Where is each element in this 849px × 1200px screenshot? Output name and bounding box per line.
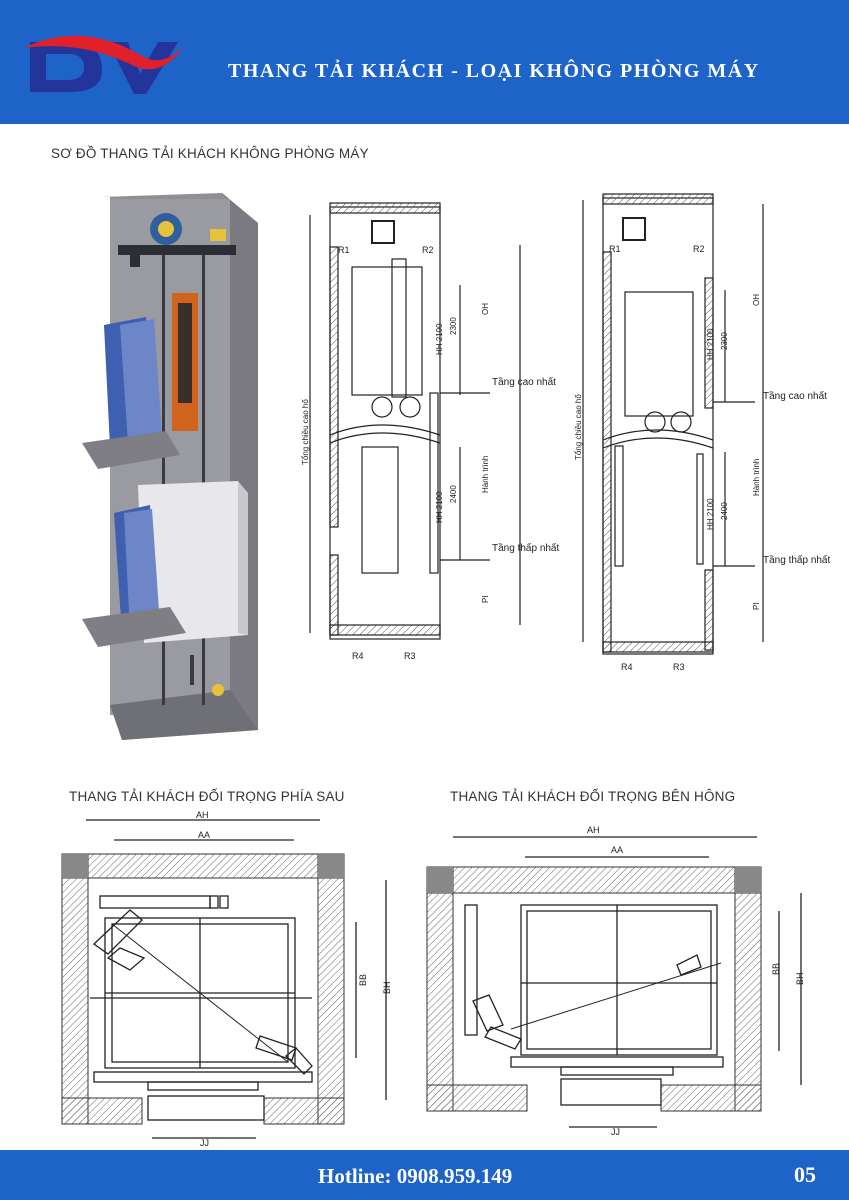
label-ah: AH (587, 825, 600, 835)
label-bb: BB (771, 963, 781, 975)
company-logo (24, 35, 184, 94)
header-title: THANG TẢI KHÁCH - LOẠI KHÔNG PHÒNG MÁY (228, 60, 760, 82)
label-r1: R1 (609, 244, 621, 254)
label-aa: AA (611, 845, 623, 855)
label-2300: 2300 (449, 317, 458, 335)
elevation-drawing-left: R1 R2 R4 R3 Tầng cao nhất Tầng thấp nhất… (301, 202, 559, 661)
label-hh-upper: HH 2100 (706, 328, 715, 360)
label-r2: R2 (693, 244, 705, 254)
plan-rear-counterweight: AH AA BB BH JJ (61, 810, 392, 1148)
label-bottom-floor: Tầng thấp nhất (763, 554, 830, 566)
hotline-text[interactable]: Hotline: 0908.959.149 (318, 1164, 513, 1188)
label-jj: JJ (200, 1138, 209, 1148)
label-hh-lower: HH 2100 (706, 498, 715, 530)
page-number: 05 (794, 1162, 816, 1187)
label-top-floor: Tầng cao nhất (492, 376, 556, 388)
label-2300: 2300 (720, 332, 729, 350)
label-pit: PI (481, 595, 490, 603)
elevator-3d-illustration (82, 193, 258, 740)
label-r3: R3 (404, 651, 416, 661)
label-pit: PI (752, 602, 761, 610)
plan-rear-title: THANG TẢI KHÁCH ĐỐI TRỌNG PHÍA SAU (69, 789, 345, 804)
label-bb: BB (358, 974, 368, 986)
label-r1: R1 (338, 245, 350, 255)
schema-title: SƠ ĐỒ THANG TẢI KHÁCH KHÔNG PHÒNG MÁY (51, 146, 369, 161)
plan-side-counterweight: AH AA BB BH JJ (426, 825, 805, 1137)
label-oh: OH (752, 294, 761, 306)
label-hh-lower: HH 2100 (435, 491, 444, 523)
label-bottom-floor: Tầng thấp nhất (492, 542, 559, 554)
label-jj: JJ (611, 1127, 620, 1137)
label-r4: R4 (352, 651, 364, 661)
label-hanh-trinh: Hành trình (481, 456, 490, 493)
label-r3: R3 (673, 662, 685, 672)
label-2400: 2400 (720, 502, 729, 520)
page-footer (0, 1150, 849, 1200)
label-tong-chieu-cao: Tổng chiều cao hố (301, 399, 310, 465)
plan-side-title: THANG TẢI KHÁCH ĐỐI TRỌNG BÊN HÔNG (450, 789, 736, 804)
elevation-drawing-right: R1 R2 R4 R3 Tầng cao nhất Tầng thấp nhất… (574, 193, 830, 672)
label-r2: R2 (422, 245, 434, 255)
label-top-floor: Tầng cao nhất (763, 390, 827, 402)
label-ah: AH (196, 810, 209, 820)
label-tong-chieu-cao: Tổng chiều cao hố (574, 394, 583, 460)
label-aa: AA (198, 830, 210, 840)
label-oh: OH (481, 303, 490, 315)
label-2400: 2400 (449, 485, 458, 503)
label-hh-upper: HH 2100 (435, 323, 444, 355)
label-bh: BH (795, 972, 805, 985)
label-bh: BH (382, 981, 392, 994)
label-r4: R4 (621, 662, 633, 672)
label-hanh-trinh: Hành trình (752, 459, 761, 496)
